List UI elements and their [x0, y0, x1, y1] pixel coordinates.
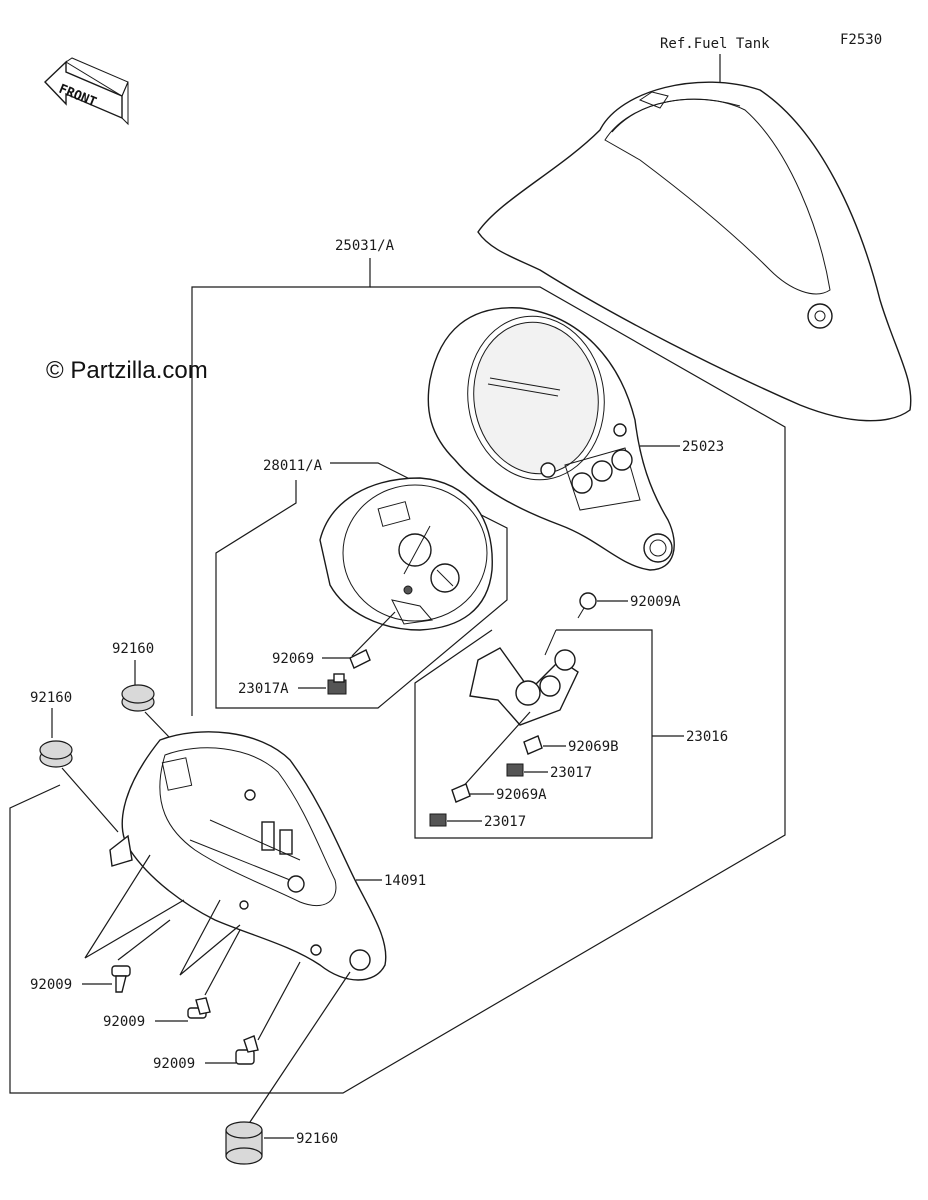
callout-92069A: 92069A [496, 787, 547, 803]
callout-23017-lower: 23017 [484, 814, 526, 830]
bulb-23017-lower [429, 813, 447, 827]
callout-23017-upper: 23017 [550, 765, 592, 781]
callout-23016: 23016 [686, 729, 728, 745]
front-arrow-icon: FRONT [44, 57, 129, 126]
fuel-tank-cover [477, 81, 912, 422]
callout-23017A: 23017A [238, 681, 289, 697]
screw-92009-2 [187, 997, 211, 1019]
callout-92160-left: 92160 [30, 690, 72, 706]
callout-92009A: 92009A [630, 594, 681, 610]
meter-case [109, 731, 387, 981]
callout-92009-3: 92009 [153, 1056, 195, 1072]
bulb-23017-upper [506, 763, 524, 777]
callout-92069: 92069 [272, 651, 314, 667]
grommet-92160-bottom [225, 1121, 263, 1165]
meter-case-cover [427, 307, 675, 571]
callout-92160-top: 92160 [112, 641, 154, 657]
screw-92009-1 [111, 965, 131, 993]
callout-25023: 25023 [682, 439, 724, 455]
callout-92009-1: 92009 [30, 977, 72, 993]
callout-25031A: 25031/A [335, 238, 395, 254]
callout-92160-bottom: 92160 [296, 1131, 338, 1147]
watermark: © Partzilla.com [46, 357, 208, 384]
callout-28011A: 28011/A [263, 458, 323, 474]
callout-92009-2: 92009 [103, 1014, 145, 1030]
meter-unit [319, 477, 493, 631]
bulb-23017A [327, 673, 347, 695]
screw-92009-3 [235, 1035, 259, 1065]
screw-92009A [577, 592, 597, 619]
callout-92069B: 92069B [568, 739, 619, 755]
ref-fuel-tank-label: Ref.Fuel Tank [660, 36, 770, 52]
figure-code: F2530 [840, 32, 882, 48]
callout-14091: 14091 [384, 873, 426, 889]
indicator-bracket [469, 629, 579, 726]
grommet-92160-top [121, 684, 155, 712]
grommet-92160-left [39, 740, 73, 768]
socket-92069 [349, 649, 371, 669]
socket-92069A [451, 783, 471, 803]
socket-92069B [523, 735, 543, 755]
